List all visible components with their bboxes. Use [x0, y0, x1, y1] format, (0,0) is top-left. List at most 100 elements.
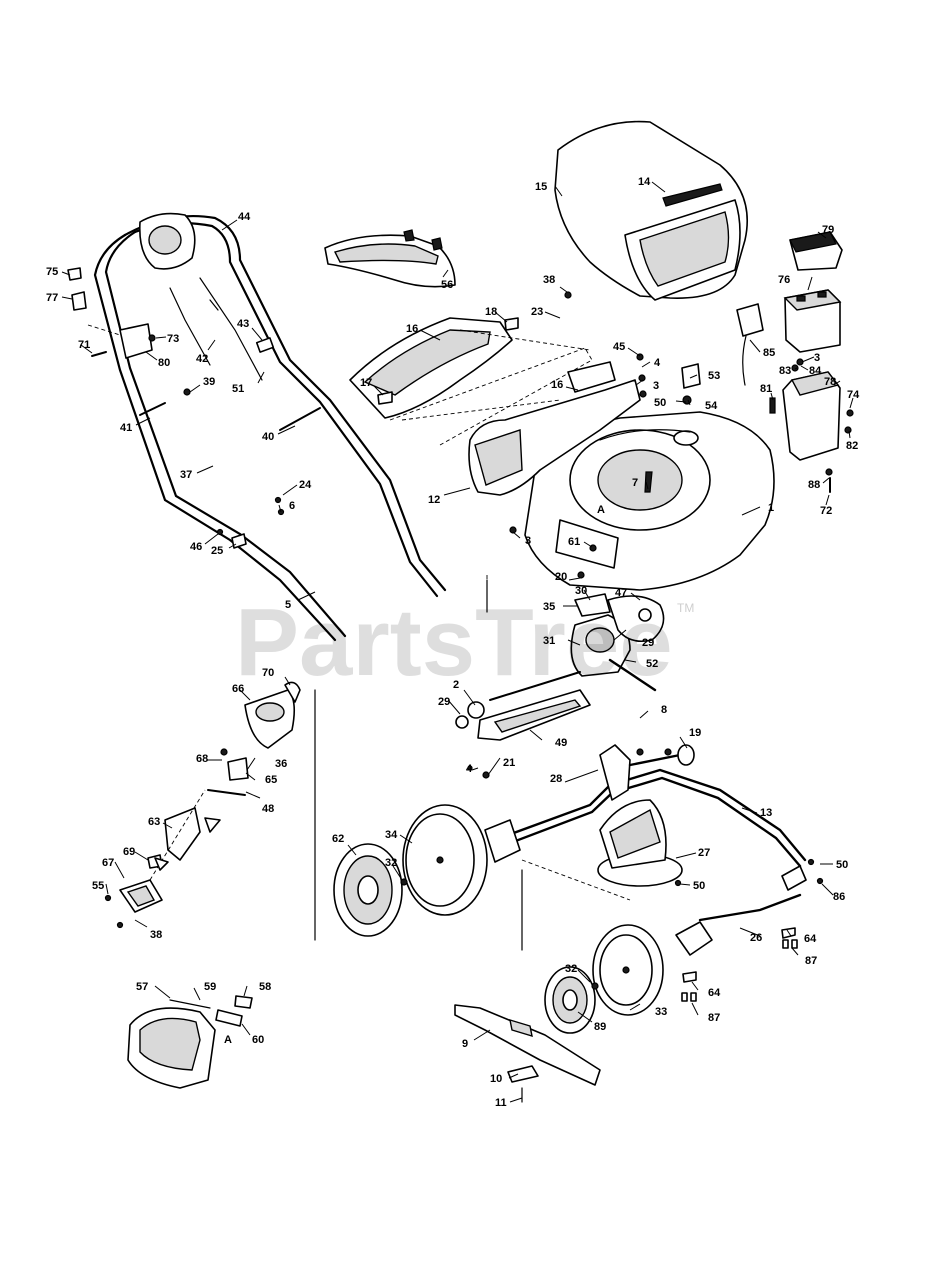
- label-73: 73: [167, 333, 179, 345]
- label-83: 83: [779, 365, 791, 377]
- label-11: 11: [495, 1097, 507, 1109]
- label-71: 71: [78, 339, 90, 351]
- label-88: 88: [808, 479, 820, 491]
- label-A2: A: [224, 1034, 232, 1046]
- label-17: 17: [360, 377, 372, 389]
- label-3b: 3: [653, 380, 659, 392]
- label-36: 36: [275, 758, 287, 770]
- label-35: 35: [543, 601, 555, 613]
- label-29b: 29: [642, 637, 654, 649]
- label-49: 49: [555, 737, 567, 749]
- label-43: 43: [237, 318, 249, 330]
- label-7: 7: [632, 477, 638, 489]
- transmission-assembly: [455, 575, 665, 741]
- label-82: 82: [846, 440, 858, 452]
- label-37: 37: [180, 469, 192, 481]
- label-34: 34: [385, 829, 398, 841]
- label-79: 79: [822, 224, 834, 236]
- label-54: 54: [705, 400, 718, 412]
- leader-lines: [61, 181, 854, 1103]
- drive-pulley: [484, 799, 683, 887]
- label-27: 27: [698, 847, 710, 859]
- label-80: 80: [158, 357, 170, 369]
- label-12: 12: [428, 494, 440, 506]
- label-44: 44: [238, 211, 251, 223]
- watermark-text: PartsTree: [235, 589, 673, 696]
- label-32b: 32: [565, 963, 577, 975]
- label-85: 85: [763, 347, 775, 359]
- label-15: 15: [535, 181, 547, 193]
- label-28: 28: [550, 773, 562, 785]
- watermark-trademark: TM: [677, 601, 694, 615]
- rear-cover: [324, 229, 456, 288]
- label-3c: 3: [814, 352, 820, 364]
- label-66: 66: [232, 683, 244, 695]
- label-4a: 4: [654, 357, 661, 369]
- label-39: 39: [203, 376, 215, 388]
- grass-bag: [554, 120, 748, 301]
- label-18: 18: [485, 306, 497, 318]
- label-87a: 87: [805, 955, 817, 967]
- label-32a: 32: [385, 857, 397, 869]
- side-chute: [127, 995, 253, 1089]
- label-48: 48: [262, 803, 274, 815]
- label-56: 56: [441, 279, 453, 291]
- label-87b: 87: [708, 1012, 720, 1024]
- label-64b: 64: [708, 987, 721, 999]
- label-40: 40: [262, 431, 274, 443]
- label-77: 77: [46, 292, 58, 304]
- label-4b: 4: [466, 763, 473, 775]
- label-72: 72: [820, 505, 832, 517]
- mower-deck: [524, 411, 775, 591]
- handle-assembly: [93, 212, 447, 642]
- label-31: 31: [543, 635, 555, 647]
- label-53: 53: [708, 370, 720, 382]
- label-45: 45: [613, 341, 625, 353]
- label-84: 84: [809, 365, 822, 377]
- label-55: 55: [92, 880, 104, 892]
- label-16b: 16: [551, 379, 563, 391]
- blade: [454, 1004, 601, 1103]
- part-labels: 1 2 3 3 3 4 4 5 6 7 8 9 10 11 12 13 14 1…: [46, 176, 860, 1109]
- battery-assembly: [736, 231, 843, 461]
- label-33: 33: [655, 1006, 667, 1018]
- label-86: 86: [833, 891, 845, 903]
- label-A1: A: [597, 504, 605, 516]
- label-23: 23: [531, 306, 543, 318]
- label-13: 13: [760, 807, 772, 819]
- label-50b: 50: [836, 859, 848, 871]
- label-47: 47: [615, 587, 627, 599]
- label-10: 10: [490, 1073, 502, 1085]
- label-65: 65: [265, 774, 277, 786]
- label-67: 67: [102, 857, 114, 869]
- label-2: 2: [453, 679, 459, 691]
- label-25: 25: [211, 545, 223, 557]
- guide-lines: [87, 324, 631, 951]
- label-78: 78: [824, 376, 836, 388]
- label-69: 69: [123, 846, 135, 858]
- label-57: 57: [136, 981, 148, 993]
- label-58: 58: [259, 981, 271, 993]
- label-21: 21: [503, 757, 515, 769]
- label-26: 26: [750, 932, 762, 944]
- label-30: 30: [575, 585, 587, 597]
- rear-hubcap: [333, 843, 403, 937]
- cables-and-rods: [139, 277, 321, 431]
- label-46: 46: [190, 541, 202, 553]
- front-axle: [498, 744, 807, 956]
- label-38a: 38: [150, 929, 162, 941]
- front-hubcap: [544, 966, 596, 1034]
- rear-baffle: [349, 317, 641, 496]
- rear-wheel-large: [402, 804, 488, 916]
- hardware: [67, 267, 854, 1002]
- label-70: 70: [262, 667, 274, 679]
- label-81: 81: [760, 383, 772, 395]
- front-wheel: [592, 924, 664, 1016]
- label-61: 61: [568, 536, 580, 548]
- label-50a: 50: [654, 397, 666, 409]
- label-29a: 29: [438, 696, 450, 708]
- label-76: 76: [778, 274, 790, 286]
- label-19: 19: [689, 727, 701, 739]
